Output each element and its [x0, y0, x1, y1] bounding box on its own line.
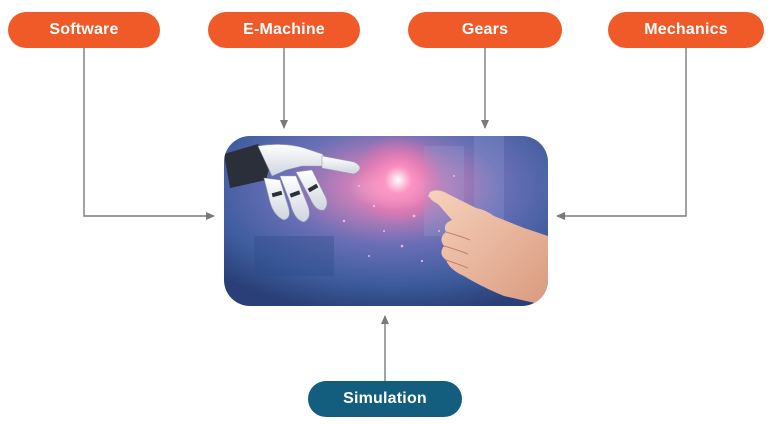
- robot-hand-icon: [224, 144, 361, 223]
- connector-software: [83, 48, 215, 220]
- robot-human-hands-image: [224, 136, 548, 306]
- node-software: Software: [8, 12, 160, 48]
- connector-mechanics: [556, 48, 687, 220]
- hands-illustration: [224, 136, 548, 306]
- node-gears: Gears: [408, 12, 562, 48]
- human-hand-icon: [429, 190, 548, 306]
- node-mechanics: Mechanics: [608, 12, 764, 48]
- node-simulation: Simulation: [308, 381, 462, 417]
- node-emachine: E-Machine: [208, 12, 360, 48]
